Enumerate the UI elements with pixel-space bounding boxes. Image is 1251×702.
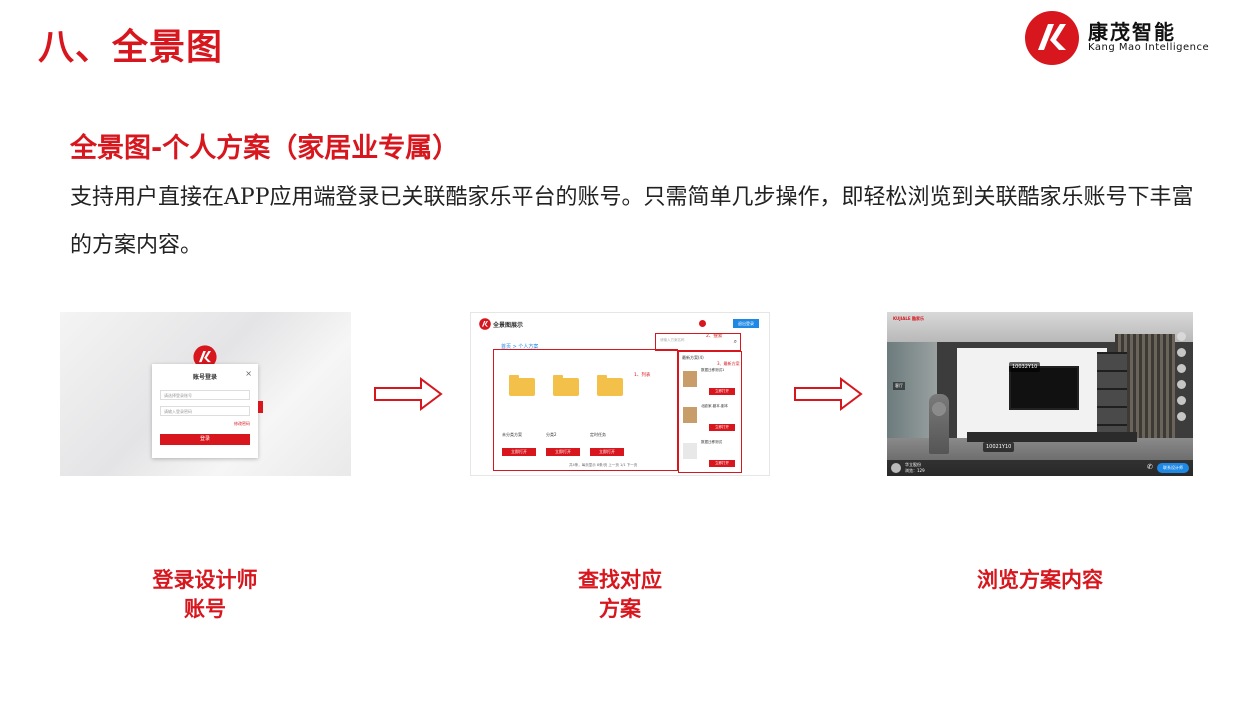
step-browse-caption: 浏览方案内容 (950, 566, 1130, 595)
room-label[interactable]: 客厅 (893, 382, 905, 390)
folder-name: 定时任务 (590, 432, 606, 437)
brand-name-cn: 康茂智能 (1088, 20, 1176, 44)
change-password-link[interactable]: 修改密码 (234, 421, 250, 426)
open-button[interactable]: 立即打开 (502, 448, 536, 456)
step-line: 浏览方案内容 (977, 568, 1103, 592)
bookshelf (1097, 352, 1127, 432)
plan-thumbnail (683, 407, 697, 423)
arrow-right-icon (374, 377, 443, 411)
folder-card[interactable]: 未分类方案 立即打开 (502, 372, 544, 456)
breadcrumb[interactable]: 首页 > 个人方案 (501, 344, 539, 350)
view-count: 浏览：129 (905, 468, 925, 473)
top-right-actions: 退出登录 (699, 319, 759, 328)
password-field[interactable]: 请输入登录密码 (160, 406, 250, 416)
folder-icon (553, 375, 579, 396)
app-logo-icon (479, 318, 491, 330)
step-line: 账号 (184, 597, 226, 621)
open-button[interactable]: 立即打开 (709, 424, 735, 431)
open-button[interactable]: 立即打开 (709, 388, 735, 395)
app-title: 全景图展示 (493, 322, 524, 329)
recent-item-name: 北欧家-副本-副本 (701, 404, 729, 408)
brand-mark-icon (1025, 11, 1079, 65)
logout-button[interactable]: 退出登录 (733, 319, 759, 328)
folder-icon (509, 375, 535, 396)
pagination[interactable]: 共4条，每页显示 8条/页 上一页 1/1 下一页 (569, 463, 638, 467)
brand-logo: 康茂智能 Kang Mao Intelligence (1024, 10, 1224, 65)
share-icon[interactable] (1177, 332, 1186, 341)
designer-info: 华立股份 浏览：129 (905, 462, 925, 474)
folder-name: 未分类方案 (502, 432, 522, 437)
step-login-caption: 登录设计师 账号 (130, 566, 280, 624)
recent-item[interactable]: 北欧家-副本-副本 立即打开 (683, 404, 739, 434)
recent-item-name: 数据迁移测试1 (701, 368, 725, 372)
browse-screenshot: 全景图展示 退出登录 首页 > 个人方案 请输入方案名称 2、搜索 ⌕ 1、列表… (470, 312, 770, 476)
menu-icon[interactable] (1177, 412, 1186, 421)
search-step-label: 2、搜索 (706, 334, 723, 339)
step-line: 方案 (599, 597, 641, 621)
plan-thumbnail (683, 443, 697, 459)
phone-icon[interactable]: ✆ (1147, 463, 1153, 471)
sculpture (929, 394, 949, 454)
app-logo-icon (193, 345, 217, 369)
account-field[interactable]: 请选择登录账号 (160, 390, 250, 400)
list-step-label: 1、列表 (634, 373, 651, 378)
close-icon[interactable]: × (245, 369, 252, 378)
recent-title: 最新方案(4) (682, 355, 704, 360)
step-find-caption: 查找对应 方案 (545, 566, 695, 624)
arrow-right-icon (794, 377, 863, 411)
panorama-screenshot: KUJIALE 酷家乐 客厅 10032Y10 10021Y10 华立股份 浏览… (887, 312, 1193, 476)
folder-icon (597, 375, 623, 396)
login-accent-bar (258, 401, 263, 413)
recent-item[interactable]: 数据迁移测试 立即打开 (683, 440, 739, 470)
search-icon[interactable]: ⌕ (733, 338, 737, 345)
open-button[interactable]: 立即打开 (709, 460, 735, 467)
plan-list: 1、列表 未分类方案 立即打开 分类2 立即打开 定时任务 立即打开 (493, 349, 678, 471)
search-input[interactable]: 请输入方案名称 (660, 338, 685, 342)
avatar[interactable] (891, 463, 901, 473)
login-dialog: 账号登录 × 请选择登录账号 请输入登录密码 修改密码 登录 (152, 364, 258, 458)
open-button[interactable]: 立即打开 (590, 448, 624, 456)
user-avatar-icon (699, 320, 706, 327)
product-hotspot[interactable]: 10032Y10 (1009, 362, 1041, 372)
search-box: 请输入方案名称 2、搜索 ⌕ (655, 333, 741, 351)
login-dialog-title: 账号登录 (192, 374, 217, 381)
step-line: 查找对应 (578, 568, 662, 592)
recent-item-name: 数据迁移测试 (701, 440, 722, 444)
music-icon[interactable] (1177, 380, 1186, 389)
slide-description: 支持用户直接在APP应用端登录已关联酷家乐平台的账号。只需简单几步操作，即轻松浏… (70, 185, 1194, 258)
brand-name-en: Kang Mao Intelligence (1088, 42, 1210, 53)
like-icon[interactable] (1177, 348, 1186, 357)
viewer-brand: KUJIALE 酷家乐 (893, 316, 925, 321)
product-hotspot[interactable]: 10021Y10 (983, 442, 1015, 452)
designer-name: 华立股份 (905, 462, 921, 467)
map-icon[interactable] (1177, 364, 1186, 373)
fullscreen-icon[interactable] (1177, 396, 1186, 405)
open-button[interactable]: 立即打开 (546, 448, 580, 456)
television (1009, 366, 1079, 410)
contact-designer-button[interactable]: 联系设计师 (1157, 463, 1189, 473)
plan-thumbnail (683, 371, 697, 387)
viewer-bottom-bar: 华立股份 浏览：129 ✆ 联系设计师 (887, 460, 1193, 476)
folder-card[interactable]: 定时任务 立即打开 (590, 372, 632, 456)
tv-cabinet (967, 432, 1137, 442)
recent-item[interactable]: 数据迁移测试1 立即打开 (683, 368, 739, 398)
folder-name: 分类2 (546, 432, 557, 437)
folder-card[interactable]: 分类2 立即打开 (546, 372, 588, 456)
step-line: 登录设计师 (152, 568, 258, 592)
slide-subtitle: 全景图-个人方案（家居业专属） (70, 133, 460, 164)
window-wall (887, 342, 937, 442)
section-title: 八、全景图 (38, 27, 224, 68)
viewer-toolbar (1177, 332, 1187, 422)
login-screenshot: 账号登录 × 请选择登录账号 请输入登录密码 修改密码 登录 (60, 312, 351, 476)
login-button[interactable]: 登录 (160, 434, 250, 445)
recent-step-label: 3、最新方案 (717, 361, 740, 366)
recent-plans-panel: 最新方案(4) 3、最新方案 数据迁移测试1 立即打开 北欧家-副本-副本 立即… (678, 351, 742, 473)
